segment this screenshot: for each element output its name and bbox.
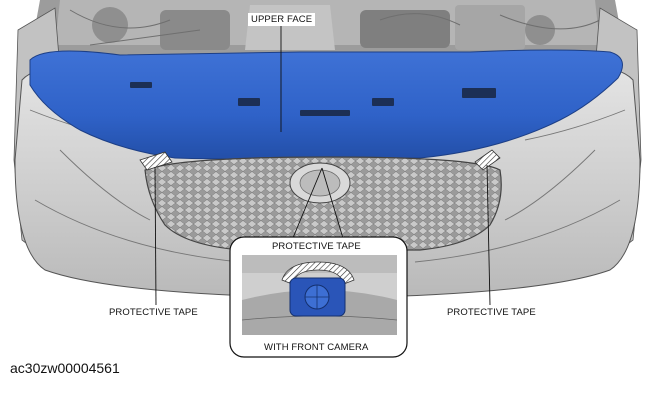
label-protective-tape-inset: PROTECTIVE TAPE (272, 241, 361, 252)
label-with-front-camera: WITH FRONT CAMERA (264, 342, 369, 353)
front-grille (144, 156, 502, 251)
front-camera-inset (229, 236, 408, 358)
engine-bay (30, 0, 625, 55)
front-emblem (289, 162, 351, 204)
upper-face-openings (130, 82, 496, 116)
protective-tape-left-mark (139, 151, 173, 171)
label-upper-face: UPPER FACE (248, 13, 316, 26)
leader-lines (154, 25, 491, 306)
label-protective-tape-left: PROTECTIVE TAPE (109, 307, 198, 318)
upper-face-highlight (29, 49, 623, 160)
protective-tape-right-mark (474, 149, 501, 171)
label-protective-tape-right: PROTECTIVE TAPE (447, 307, 536, 318)
document-id: ac30zw00004561 (10, 360, 120, 376)
